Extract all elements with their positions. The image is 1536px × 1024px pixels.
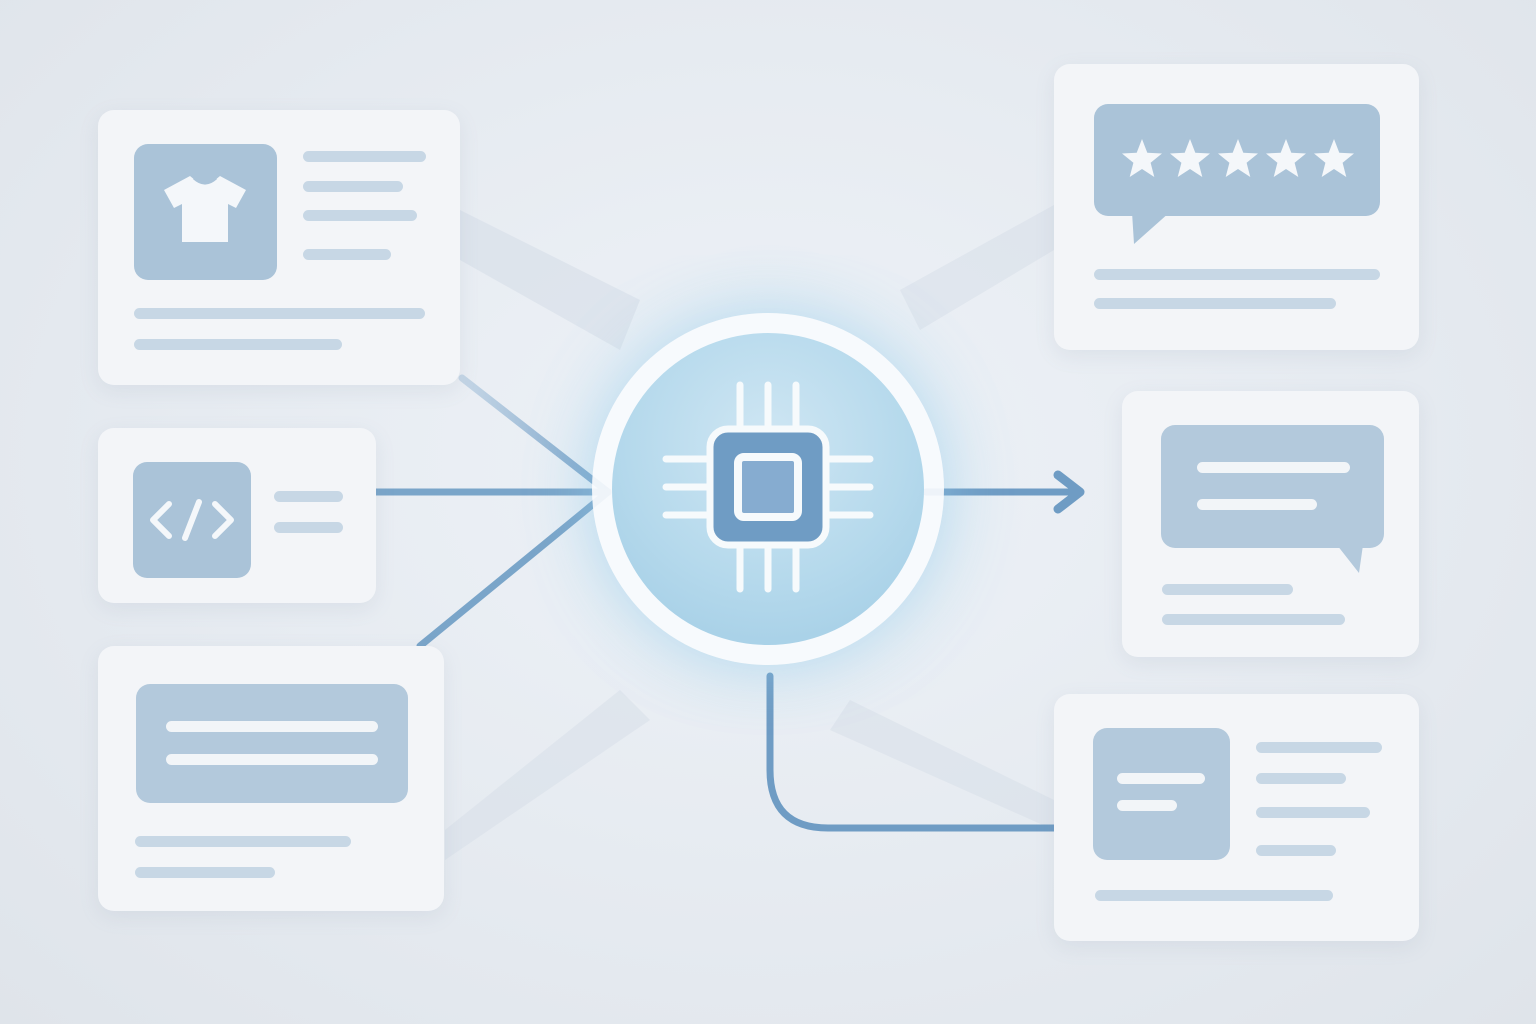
code-line-1 — [274, 491, 343, 502]
message-desc-1 — [1162, 584, 1293, 595]
document-line-4 — [1256, 845, 1336, 856]
text-block-tile — [136, 684, 408, 803]
text-desc-1 — [135, 836, 351, 847]
star-icon — [1218, 139, 1258, 177]
code-card — [98, 428, 376, 603]
star-icon — [1170, 139, 1210, 177]
document-line-1 — [1256, 742, 1382, 753]
message-bubble — [1161, 425, 1384, 573]
product-line-1 — [303, 151, 426, 162]
document-card — [1054, 694, 1419, 941]
product-desc-2 — [134, 339, 342, 350]
arrowhead-icon — [1053, 470, 1085, 514]
product-line-2 — [303, 181, 403, 192]
cpu-chip-icon — [662, 381, 874, 593]
beam-bottom-right — [830, 700, 1054, 830]
document-tile — [1093, 728, 1230, 860]
code-tile — [133, 462, 251, 578]
beam-top-left — [460, 210, 640, 350]
review-card — [1054, 64, 1419, 350]
message-desc-2 — [1162, 614, 1345, 625]
tshirt-icon — [164, 176, 246, 242]
code-icon — [150, 499, 234, 541]
beam-bottom-left — [445, 690, 650, 860]
product-line-3 — [303, 210, 417, 221]
product-image-tile — [134, 144, 277, 280]
document-tile-line-1 — [1117, 773, 1205, 784]
code-line-2 — [274, 522, 343, 533]
message-line-1 — [1197, 462, 1350, 473]
review-line-2 — [1094, 298, 1336, 309]
document-desc-1 — [1095, 890, 1333, 901]
input-line-text — [416, 488, 612, 650]
bubble-tail-icon — [1132, 212, 1170, 244]
beam-top-right — [900, 205, 1054, 330]
input-line-product — [458, 374, 612, 496]
star-icon — [1266, 139, 1306, 177]
review-bubble — [1094, 104, 1380, 244]
five-star-rating-icon — [1122, 139, 1354, 177]
review-line-1 — [1094, 269, 1380, 280]
text-block-line-1 — [166, 721, 378, 732]
star-icon — [1122, 139, 1162, 177]
message-card — [1122, 391, 1419, 657]
star-icon — [1314, 139, 1354, 177]
chat-bubble-icon — [1337, 545, 1363, 573]
text-card — [98, 646, 444, 911]
document-line-3 — [1256, 807, 1370, 818]
text-desc-2 — [135, 867, 275, 878]
output-line-document — [766, 672, 1058, 832]
product-desc-1 — [134, 308, 425, 319]
document-line-2 — [1256, 773, 1346, 784]
document-tile-line-2 — [1117, 800, 1177, 811]
product-line-4 — [303, 249, 391, 260]
text-block-line-2 — [166, 754, 378, 765]
product-card — [98, 110, 460, 385]
ai-processor-hub — [612, 333, 924, 645]
message-line-2 — [1197, 499, 1317, 510]
